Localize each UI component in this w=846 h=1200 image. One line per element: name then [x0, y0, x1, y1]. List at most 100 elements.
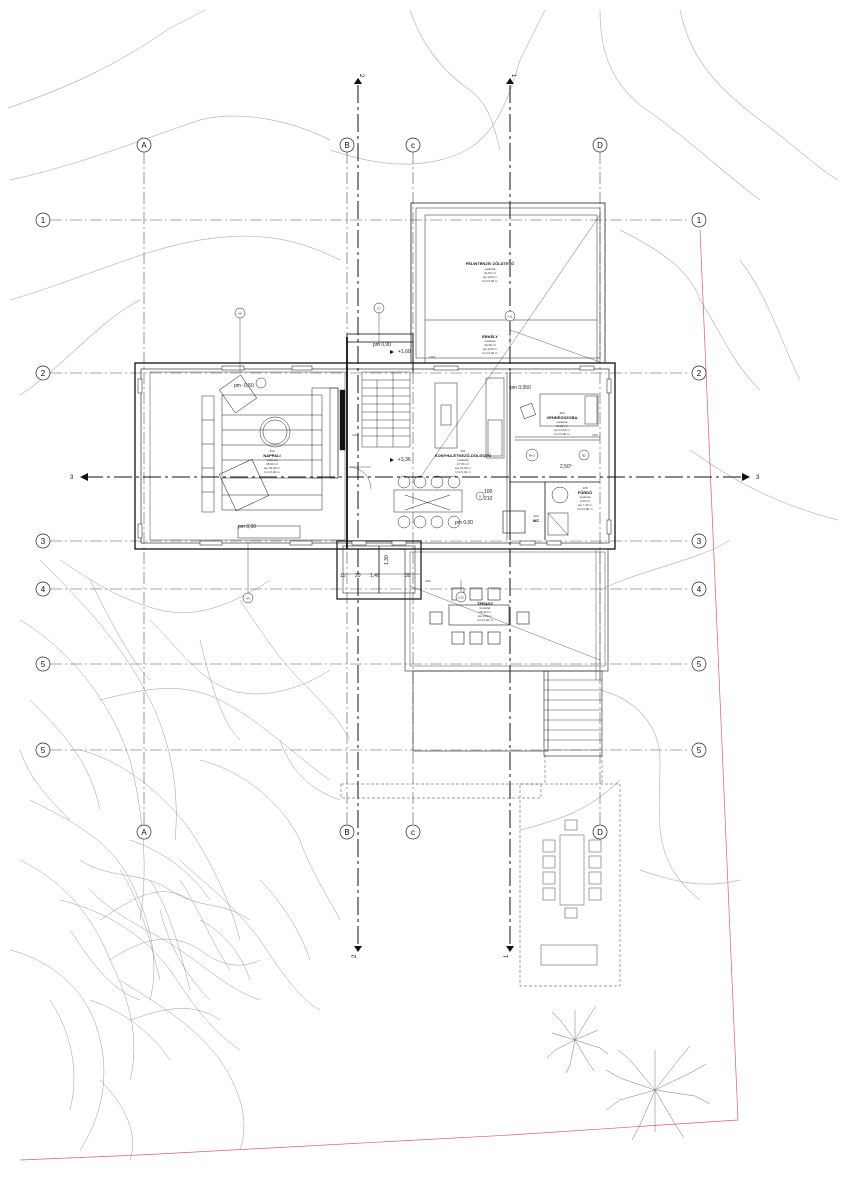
terrain-contours [7, 9, 839, 901]
room-floor: parketta [580, 495, 591, 499]
section-marker-1-bottom: 1 [504, 946, 514, 958]
element-tag-labels: K7 K8 K9 K10 K11 B4.2 B2 B C61 C63 C64 C… [238, 307, 598, 601]
grid-label-col: c [411, 828, 415, 837]
level-markers: pm 0,00 +1,60 +3,36 pm -0,50 pm 0,00 pm … [234, 342, 531, 530]
room-perimeter: ker.0,00 m [483, 347, 498, 351]
grid-label-row: 2 [697, 369, 702, 378]
grid-label-row: 4 [697, 585, 702, 594]
room-height: bm=3,40 m [455, 470, 471, 474]
section-marker-2-bottom: 2 [352, 946, 362, 958]
tag-label: K9 [246, 597, 250, 601]
grid-label-col: B [344, 828, 349, 837]
room-area: 21,54 m² [484, 271, 496, 275]
grid-label-row: 3 [697, 537, 702, 546]
tag-label: K11 [507, 315, 512, 319]
living-room-furniture [201, 374, 346, 539]
room-name: NAPPALI [263, 453, 280, 458]
tag-label: K7 [377, 307, 381, 311]
section-marker-3-left: 3 [70, 473, 88, 481]
room-height: bm=2,80 m [577, 507, 593, 511]
tag-label: C61 [352, 433, 358, 437]
kitchen-furniture [348, 377, 505, 529]
tag-label: B2 [582, 454, 586, 458]
tag-label: B [479, 495, 481, 499]
retaining-walls [595, 549, 601, 680]
room-floor: parketta [458, 458, 469, 462]
grid-label-row: 5 [697, 660, 702, 669]
room-perimeter: ker.0,00 m [478, 614, 493, 618]
dimension-annotations: 1,40 1,30 30 15 20 100 210 2,50° [340, 464, 572, 579]
tree-southeast-1 [546, 1005, 609, 1074]
room-name: KONYHA-ÉTKEZŐ-DOLGOZÓ [435, 453, 491, 458]
level-text: +3,36 [398, 457, 411, 463]
room-area: 10,36 m² [484, 343, 496, 347]
room-height: bm=3,00 m [482, 279, 498, 283]
grid-bubble-labels: A B c D A B c D 1 2 3 4 5 5 1 2 3 4 5 5 [41, 141, 702, 837]
grid-label-col: D [597, 141, 603, 150]
tag-label: C63 [592, 433, 598, 437]
level-text: pm -0,50 [234, 383, 254, 389]
grid-label-row: 5 [41, 660, 46, 669]
section-label: 2 [352, 954, 358, 958]
tree-dense-cluster [69, 859, 261, 1061]
grid-lines [50, 152, 690, 825]
tag-label: C64 [429, 355, 435, 359]
room-floor: parketta [485, 267, 496, 271]
room-perimeter: ker.7,40 m [578, 503, 593, 507]
tag-label: B4.2 [529, 454, 536, 458]
room-area: 11,52 m² [556, 424, 568, 428]
element-tags [234, 302, 590, 604]
room-perimeter: ker.32,80 m [264, 466, 280, 470]
tag-leaders [239, 313, 511, 593]
outdoor-dining-area [340, 755, 621, 987]
grid-label-row: 4 [41, 585, 46, 594]
level-text: pm 0,050 [510, 385, 531, 391]
section-label: 1 [510, 74, 516, 78]
room-name: FÜRDŐ [578, 490, 592, 495]
room-height: bm=2,80 m [554, 432, 570, 436]
level-text: +1,60 [398, 349, 411, 355]
room-area: 3,20 m² [580, 499, 590, 503]
stair-runs [361, 371, 411, 448]
terrace-south [404, 548, 609, 757]
grid-label-row: 3 [41, 537, 46, 546]
room-number: 202 [269, 449, 274, 453]
room-number: 204 [533, 514, 538, 518]
dimension-text: 30 [405, 573, 411, 579]
dimension-text: 100 [484, 489, 493, 495]
tag-label: K8 [238, 312, 242, 316]
room-height: bm=3,40 m [264, 470, 280, 474]
room-area: 27,84 m² [457, 462, 469, 466]
dimension-text: 15 [340, 573, 346, 579]
grid-bubbles [35, 137, 707, 840]
section-label: 2 [358, 74, 364, 78]
room-labels: FÉLINTENZÍV ZÖLDTETŐ parketta 21,54 m² k… [263, 261, 593, 622]
room-name: VENDÉGSZOBA [547, 415, 578, 420]
room-floor: parketta [485, 339, 496, 343]
room-name: WC [533, 518, 540, 523]
grid-label-col: A [141, 141, 147, 150]
tag-label: K10 [458, 596, 464, 600]
trees-west [9, 559, 351, 1161]
section-label: 1 [504, 954, 510, 958]
building-walls [134, 333, 616, 600]
grid-label-col: B [344, 141, 349, 150]
section-label: 3 [756, 475, 760, 481]
dimension-text: 1,40 [370, 573, 380, 579]
room-floor: parketta [557, 420, 568, 424]
room-name: ERKÉLY [482, 334, 498, 339]
level-text: pm 0,00 [373, 342, 391, 348]
grid-label-col: c [411, 141, 415, 150]
window-marks [137, 365, 612, 546]
level-text: pm 0,00 [238, 524, 256, 530]
room-perimeter: ker.13,90 m [554, 428, 570, 432]
guest-room-furniture [515, 393, 600, 536]
room-area: 38,90 m² [266, 462, 278, 466]
property-boundary [19, 229, 739, 1161]
room-area: 28,40 m² [479, 610, 491, 614]
grid-label-row: 1 [697, 216, 702, 225]
dimension-text: 20 [355, 573, 361, 579]
tree-southeast-2 [605, 1045, 711, 1141]
room-height: bm=3,40 m [477, 618, 493, 622]
